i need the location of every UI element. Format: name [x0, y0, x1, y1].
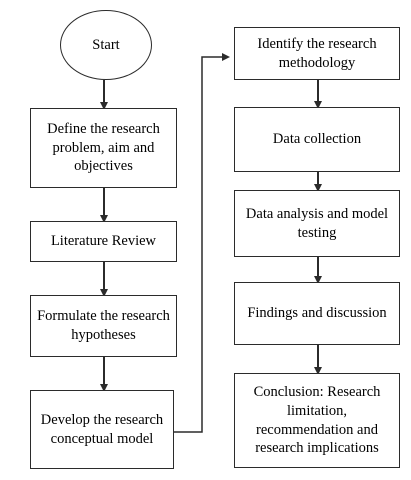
research-methodology-label: Identify the research methodology — [257, 35, 377, 71]
arrow-conceptual-model-to-methodology — [174, 53, 230, 433]
start-label: Start — [92, 36, 120, 53]
formulate-hypotheses-box: Formulate the research hypotheses — [30, 295, 177, 357]
conclusion-box: Conclusion: Research limitation, recomme… — [234, 373, 400, 468]
literature-review-box: Literature Review — [30, 221, 177, 262]
research-methodology-box: Identify the research methodology — [234, 27, 400, 80]
conclusion-label: Conclusion: Research limitation, recomme… — [253, 383, 381, 457]
findings-discussion-box: Findings and discussion — [234, 282, 400, 345]
data-analysis-box: Data analysis and model testing — [234, 190, 400, 257]
conceptual-model-box: Develop the research conceptual model — [30, 390, 174, 469]
formulate-hypotheses-label: Formulate the research hypotheses — [37, 308, 170, 343]
data-collection-label: Data collection — [272, 131, 362, 148]
data-collection-box: Data collection — [234, 107, 400, 172]
findings-discussion-label: Findings and discussion — [247, 305, 387, 322]
data-analysis-label: Data analysis and model testing — [245, 205, 389, 241]
literature-review-label: Literature Review — [50, 233, 157, 250]
define-research-problem-box: Define the research problem, aim and obj… — [30, 108, 177, 188]
conceptual-model-label: Develop the research conceptual model — [40, 411, 164, 447]
start-node: Start — [60, 10, 152, 80]
define-research-problem-label: Define the research problem, aim and obj… — [47, 120, 160, 175]
